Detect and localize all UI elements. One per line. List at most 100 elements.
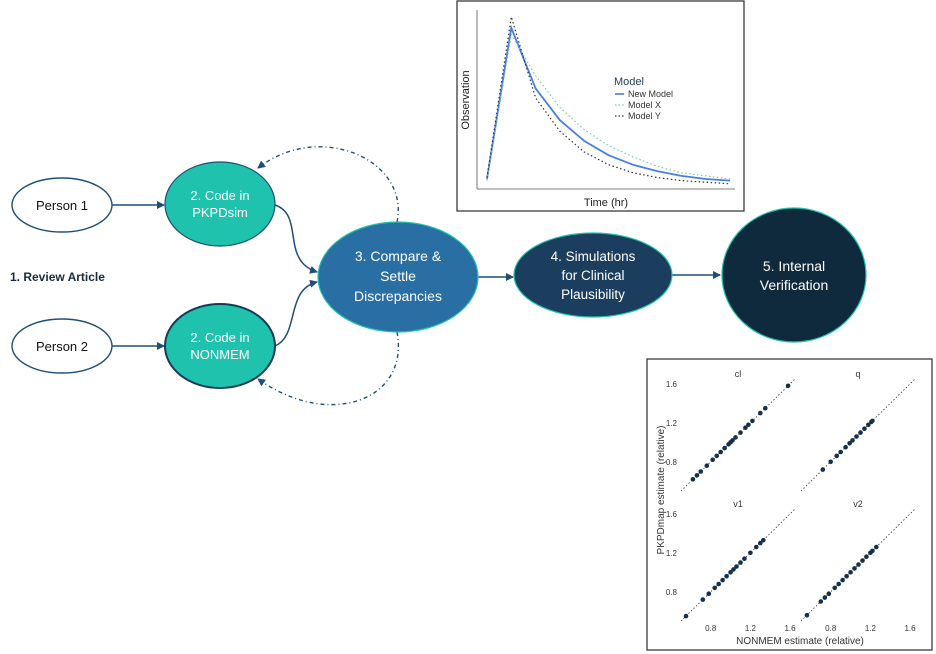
scatter-x-tick: 0.8 <box>825 624 837 633</box>
scatter-panel-title: cl <box>735 369 742 379</box>
edge-pkpdsim-to-compare <box>274 204 318 274</box>
scatter-point <box>750 418 755 424</box>
simulations-line1: 4. Simulations <box>551 249 636 264</box>
code-pkpdsim-node: 2. Code in PKPDsim <box>164 161 276 247</box>
scatter-point <box>722 445 727 451</box>
scatter-point <box>864 554 869 559</box>
scatter-point <box>822 595 828 600</box>
scatter-point <box>838 449 843 455</box>
scatter-point <box>785 383 791 389</box>
code-pkpdsim-line2: PKPDsim <box>192 205 248 220</box>
scatter-point <box>852 566 857 571</box>
scatter-point <box>716 581 721 587</box>
scatter-point <box>718 449 723 455</box>
scatter-panel-title: v2 <box>853 499 863 509</box>
compare-line2: Settle <box>380 268 416 284</box>
scatter-point <box>858 430 863 435</box>
scatter-y-tick: 1.6 <box>666 380 678 389</box>
scatter-chart: PKPDmap estimate (relative) NONMEM estim… <box>646 358 933 651</box>
scatter-point <box>860 558 865 563</box>
scatter-panel-q: q <box>800 369 916 492</box>
scatter-y-tick: 1.2 <box>666 419 678 428</box>
feedback-loop-to-pkpdsim <box>257 146 399 223</box>
simulations-line2: for Clinical <box>561 268 624 283</box>
compare-line3: Discrepancies <box>354 288 442 304</box>
simulations-line3: Plausibility <box>561 287 625 302</box>
scatter-point <box>862 426 867 432</box>
scatter-point <box>840 577 845 583</box>
scatter-point <box>746 422 751 428</box>
scatter-x-tick: 1.2 <box>865 624 877 633</box>
scatter-y-tick: 1.2 <box>666 549 678 558</box>
compare-line1: 3. Compare & <box>355 248 442 264</box>
person-2-node: Person 2 <box>11 318 113 374</box>
pk-legend-label: Model X <box>628 100 661 110</box>
scatter-point <box>818 599 824 604</box>
scatter-point <box>763 405 768 411</box>
scatter-point <box>704 463 710 469</box>
scatter-point <box>700 597 706 602</box>
feedback-loop-to-nonmem <box>257 331 400 406</box>
scatter-point <box>820 467 826 472</box>
scatter-point <box>724 573 729 579</box>
scatter-point <box>758 410 763 416</box>
scatter-point <box>844 573 849 579</box>
person-2-label: Person 2 <box>36 339 88 354</box>
scatter-point <box>758 540 763 546</box>
code-nonmem-line1: 2. Code in <box>190 330 249 345</box>
identity-line <box>680 508 796 622</box>
code-nonmem-node: 2. Code in NONMEM <box>164 303 276 389</box>
code-nonmem-line2: NONMEM <box>190 347 249 362</box>
pk-series-model-x <box>486 32 731 181</box>
scatter-point <box>714 453 719 459</box>
scatter-point <box>734 564 739 569</box>
compare-node: 3. Compare & Settle Discrepancies <box>317 221 479 333</box>
scatter-point <box>754 544 759 550</box>
scatter-point <box>728 570 733 575</box>
scatter-point <box>742 556 747 561</box>
person-1-label: Person 1 <box>36 198 88 213</box>
verification-line2: Verification <box>760 277 828 293</box>
scatter-point <box>683 613 689 619</box>
scatter-point <box>690 477 696 482</box>
simulations-node: 4. Simulations for Clinical Plausibility <box>513 232 673 318</box>
scatter-point <box>856 562 861 567</box>
scatter-x-tick: 1.2 <box>745 624 757 633</box>
scatter-x-tick: 1.6 <box>784 624 796 633</box>
scatter-point <box>733 435 738 440</box>
scatter-point <box>850 438 855 443</box>
pk-legend-title: Model <box>614 76 644 88</box>
person-1-node: Person 1 <box>11 177 113 233</box>
scatter-x-tick: 0.8 <box>705 624 717 633</box>
scatter-point <box>738 560 743 565</box>
scatter-point <box>730 438 735 443</box>
scatter-point <box>710 457 715 463</box>
scatter-point <box>832 585 837 591</box>
pk-chart-frame <box>456 0 745 212</box>
scatter-point <box>843 444 848 450</box>
scatter-point <box>870 548 875 554</box>
identity-line <box>800 378 916 492</box>
pk-x-axis-label: Time (hr) <box>584 197 628 209</box>
scatter-point <box>854 434 859 439</box>
scatter-point <box>694 473 700 478</box>
verification-node: 5. Internal Verification <box>721 207 867 343</box>
scatter-point <box>848 570 853 575</box>
pk-curve-chart: Observation Time (hr) Model New ModelMod… <box>456 0 745 212</box>
code-pkpdsim-line1: 2. Code in <box>190 188 249 203</box>
scatter-point <box>874 544 879 550</box>
identity-line <box>800 508 916 622</box>
scatter-panel-cl: cl0.81.21.6 <box>666 369 796 492</box>
edge-nonmem-to-compare <box>274 279 318 347</box>
scatter-point <box>698 469 704 474</box>
scatter-point <box>866 422 871 428</box>
pk-series-new-model <box>486 24 731 182</box>
scatter-point <box>706 591 712 596</box>
scatter-point <box>748 550 753 556</box>
pk-y-axis-label: Observation <box>460 70 472 129</box>
scatter-point <box>828 459 833 465</box>
verification-line1: 5. Internal <box>763 258 825 274</box>
